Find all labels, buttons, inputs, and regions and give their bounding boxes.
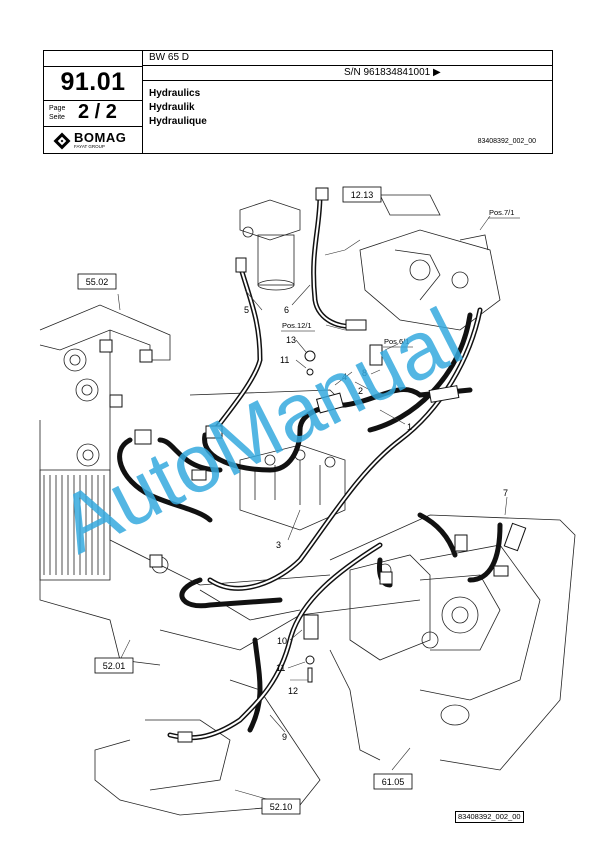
title-de: Hydraulik	[149, 102, 195, 113]
divider	[44, 100, 142, 101]
callout-3: 3	[276, 540, 281, 550]
page-number: 2 / 2	[78, 101, 117, 123]
fittings	[99, 187, 527, 743]
pos-ref-6-1: Pos.6/1	[384, 337, 409, 346]
callout-9: 9	[282, 732, 287, 742]
divider	[142, 80, 552, 81]
bottom-doc-code: 83408392_002_00	[455, 811, 524, 823]
callout-7: 7	[503, 488, 508, 498]
serial-number: S/N 961834841001 ▶	[344, 67, 441, 78]
divider	[142, 51, 143, 154]
divider	[44, 66, 142, 67]
doc-code: 83408392_002_00	[477, 138, 536, 145]
pos-ref-7-1: Pos.7/1	[489, 208, 514, 217]
callout-5: 5	[244, 305, 249, 315]
radiator	[39, 348, 111, 581]
callout-8: 8	[362, 368, 367, 378]
ref-61-05: 61.05	[382, 777, 405, 787]
position-refs: Pos.7/1 Pos.12/1 Pos.6/1	[282, 208, 514, 346]
title-en: Hydraulics	[149, 88, 201, 99]
title-fr: Hydraulique	[149, 116, 207, 127]
bomag-diamond-icon	[53, 132, 71, 150]
drive-pump	[349, 554, 501, 661]
pos-ref-12-1: Pos.12/1	[282, 321, 312, 330]
ref-box-52-01	[94, 657, 134, 674]
ref-box-55-02	[77, 273, 117, 290]
pos-ref-underlines	[281, 217, 520, 348]
leader-lines	[117, 215, 508, 801]
ref-52-10: 52.10	[270, 802, 293, 812]
ref-box-61-05	[373, 773, 413, 790]
page-label-de: Seite	[49, 114, 65, 121]
title-block: Hydraulics Hydraulik Hydraulique	[149, 87, 207, 129]
hydraulic-filter	[239, 199, 301, 291]
callout-12: 12	[288, 686, 298, 696]
callout-11-bottom: 11	[276, 663, 285, 673]
ref-55-02: 55.02	[86, 277, 109, 287]
divider	[142, 65, 552, 66]
page-label-en: Page	[49, 105, 66, 112]
logo-sub: FAYAT GROUP	[74, 144, 105, 149]
header-block: BW 65 D S/N 961834841001 ▶ Hydraulics Hy…	[43, 50, 553, 154]
callout-11-top: 11	[280, 355, 289, 365]
callout-6: 6	[284, 305, 289, 315]
logo-brand: BOMAG	[74, 130, 127, 145]
callout-1: 1	[407, 422, 412, 432]
callout-13: 13	[286, 335, 296, 345]
callout-labels: 5 6 13 11 4 8 2 1 3 7 10 11 12 9	[244, 305, 508, 742]
bomag-logo: BOMAG FAYAT GROUP	[52, 130, 138, 152]
page-label: Page Seite	[49, 104, 65, 122]
callout-2: 2	[358, 386, 363, 396]
hose-highlight	[169, 194, 481, 739]
ref-12-13: 12.13	[351, 190, 374, 200]
reference-boxes	[77, 186, 413, 815]
callout-4: 4	[342, 372, 347, 382]
ref-box-12-13	[342, 186, 382, 203]
divider	[44, 126, 142, 127]
ref-52-01: 52.01	[103, 661, 126, 671]
ref-box-52-10	[261, 798, 301, 815]
callout-10: 10	[277, 636, 287, 646]
model-name: BW 65 D	[149, 52, 190, 63]
reference-box-labels: 12.13 55.02 52.01 52.10 61.05	[86, 190, 405, 812]
section-number: 91.01	[60, 68, 126, 96]
